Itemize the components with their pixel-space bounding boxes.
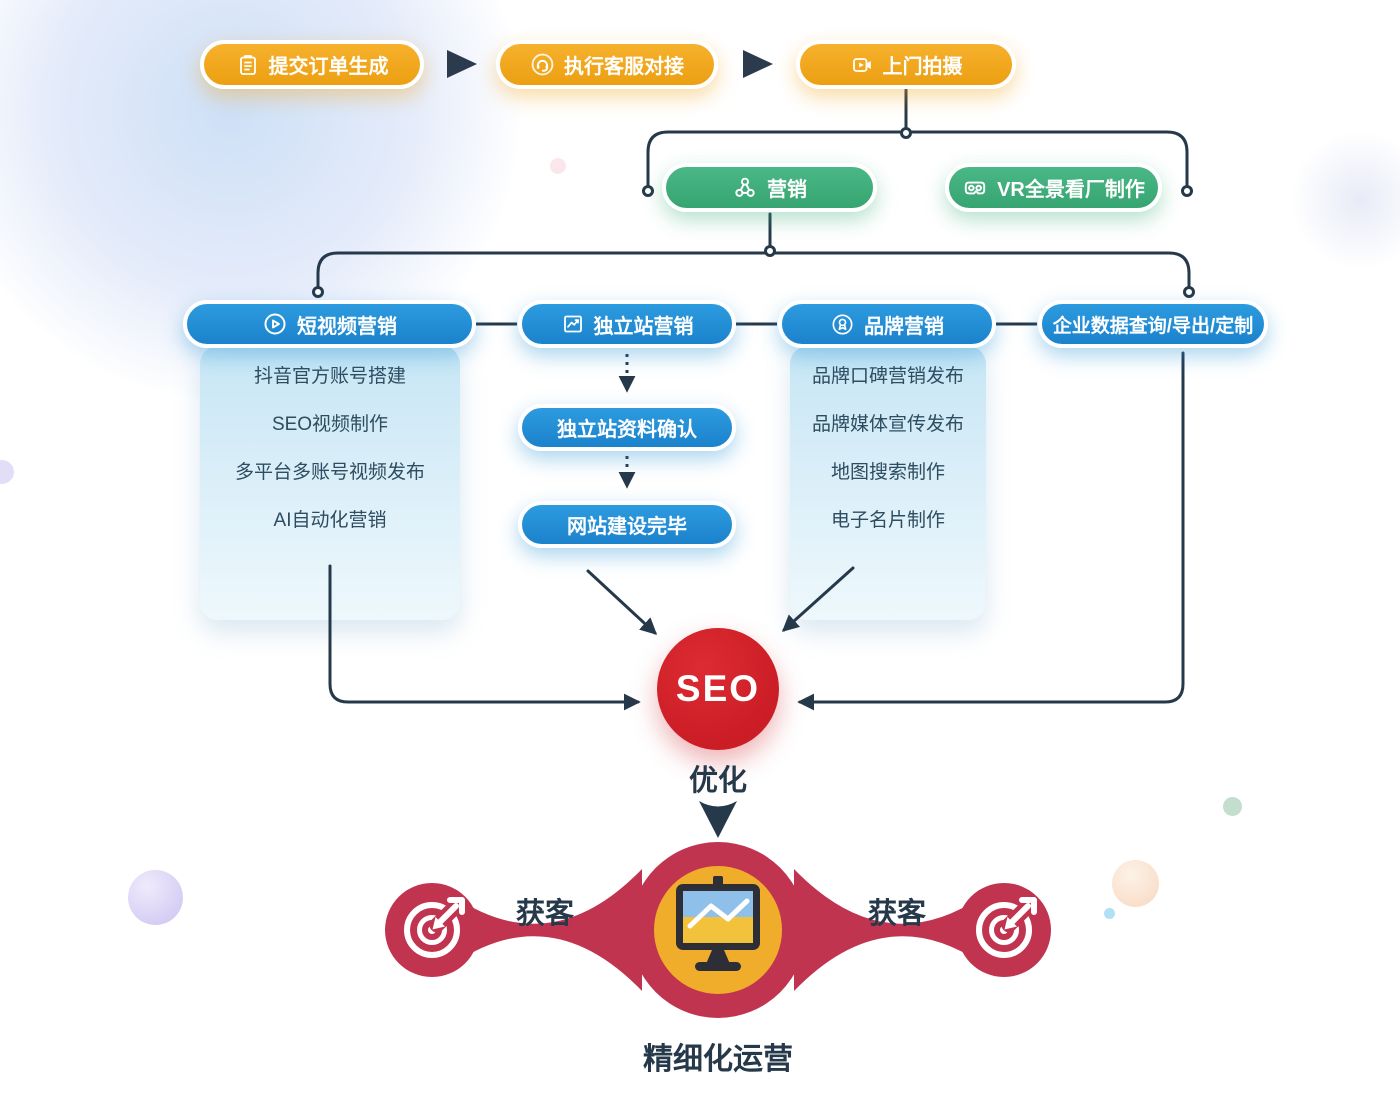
panel-item: 抖音官方账号搭建 xyxy=(253,366,406,387)
decor-dot-left-edge xyxy=(0,460,14,484)
line-chart-icon xyxy=(563,315,582,333)
step-site-material-confirm: 独立站资料确认 xyxy=(518,404,736,451)
step-site-build-done: 网站建设完毕 xyxy=(518,501,736,548)
panel-item: 地图搜索制作 xyxy=(830,462,945,483)
step-label: 提交订单生成 xyxy=(268,56,389,78)
vr-goggles-icon xyxy=(964,181,986,194)
panel-item: SEO视频制作 xyxy=(271,414,389,435)
step-label: 上门拍摄 xyxy=(882,56,963,78)
header-label: 独立站营销 xyxy=(593,315,694,338)
decor-dot-blue xyxy=(1104,908,1115,919)
header-brand-marketing: 品牌营销 xyxy=(778,300,996,348)
panel-item: 品牌口碑营销发布 xyxy=(811,366,964,387)
network-icon xyxy=(735,177,755,197)
decor-dot-pink xyxy=(550,158,566,174)
step-label: 网站建设完毕 xyxy=(567,516,687,538)
acquisition-label-right: 获客 xyxy=(867,898,926,930)
step-label: 执行客服对接 xyxy=(564,56,684,78)
clipboard-icon xyxy=(239,54,256,75)
medal-icon xyxy=(832,313,853,335)
presentation-board-icon xyxy=(676,876,760,971)
flow-arrow-icon xyxy=(447,50,477,78)
header-label: 短视频营销 xyxy=(297,315,397,338)
branch-marketing: 营销 xyxy=(662,163,877,212)
step-onsite-shoot: 上门拍摄 xyxy=(796,40,1016,89)
branch-vr-factory: VR全景看厂制作 xyxy=(945,163,1162,212)
decor-sphere-peach xyxy=(1112,860,1159,907)
panel-item: 多平台多账号视频发布 xyxy=(234,462,425,483)
refined-operation-caption: 精细化运营 xyxy=(643,1043,793,1076)
decor-blob-topright xyxy=(1290,130,1400,270)
panel-item: AI自动化营销 xyxy=(273,510,387,531)
header-label: 品牌营销 xyxy=(864,315,944,338)
header-short-video: 短视频营销 xyxy=(183,300,476,348)
headset-icon xyxy=(531,53,554,76)
seo-label: SEO xyxy=(675,668,761,709)
decor-dot-green xyxy=(1223,797,1242,816)
panel-item: 品牌媒体宣传发布 xyxy=(811,414,964,435)
seo-caption: 优化 xyxy=(688,765,747,797)
header-label: 企业数据查询/导出/定制 xyxy=(1052,315,1254,337)
decor-sphere-lavender xyxy=(128,870,183,925)
video-camera-icon xyxy=(852,57,871,72)
acquisition-label-left: 获客 xyxy=(515,898,574,930)
brand-marketing-panel: 品牌口碑营销发布 品牌媒体宣传发布 地图搜索制作 电子名片制作 xyxy=(790,346,986,620)
flow-arrow-icon xyxy=(743,50,773,78)
acquisition-graphic xyxy=(385,842,1051,1018)
branch-label: 营销 xyxy=(767,179,807,201)
play-circle-icon xyxy=(264,313,286,335)
header-standalone-site: 独立站营销 xyxy=(518,300,736,348)
panel-item: 电子名片制作 xyxy=(830,510,945,531)
short-video-panel: 抖音官方账号搭建 SEO视频制作 多平台多账号视频发布 AI自动化营销 xyxy=(200,346,460,620)
seo-node: SEO xyxy=(657,628,779,750)
step-order-submit: 提交订单生成 xyxy=(200,40,424,89)
header-enterprise-data: 企业数据查询/导出/定制 xyxy=(1038,300,1268,348)
branch-label: VR全景看厂制作 xyxy=(997,179,1145,201)
step-label: 独立站资料确认 xyxy=(557,419,697,441)
step-service-connect: 执行客服对接 xyxy=(496,40,718,89)
